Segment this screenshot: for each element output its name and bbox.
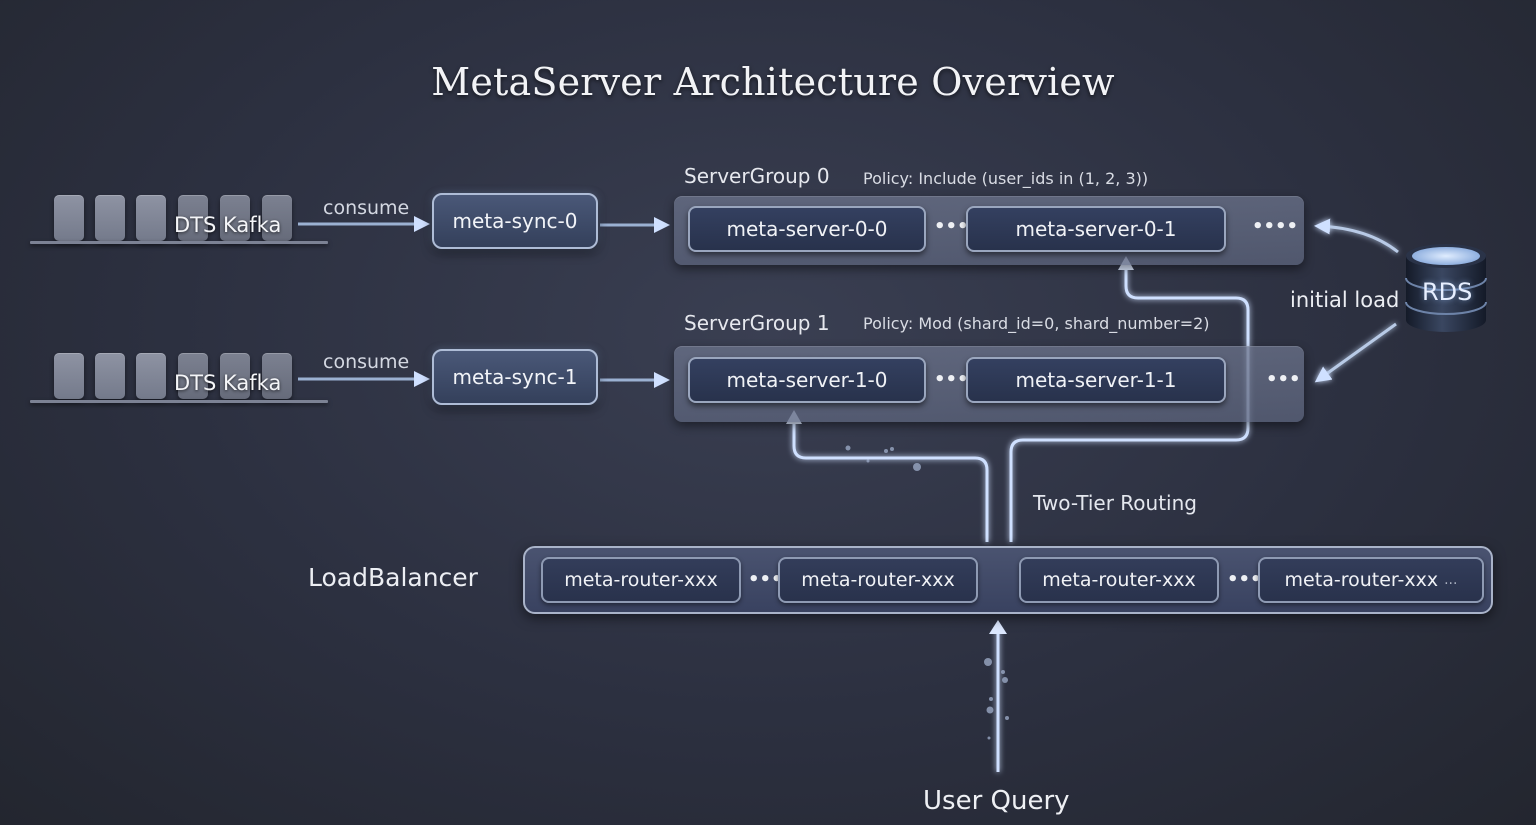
meta-server-node[interactable]: meta-server-0-0 [688,206,926,252]
server-group-1-policy: Policy: Mod (shard_id=0, shard_number=2) [863,314,1210,333]
two-tier-routing-label: Two-Tier Routing [1033,491,1197,515]
route-line-group1 [792,420,989,542]
meta-server-node[interactable]: meta-server-1-1 [966,357,1226,403]
server-group-0-label: ServerGroup 0 [684,164,830,188]
kafka-partition [136,353,166,399]
rds-arrow-0 [1314,218,1399,254]
load-balancer-panel: meta-router-xxx ••• meta-router-xxx meta… [523,546,1493,614]
server-group-1-panel: meta-server-1-0 ••• meta-server-1-1 ••• [674,346,1304,422]
kafka-partition [262,195,292,241]
consume-label-1: consume [323,351,410,373]
kafka-partition [178,195,208,241]
more-servers-ellipsis: •••• [1252,216,1299,237]
kafka-partition [95,353,125,399]
more-indicator: ... [1444,572,1458,588]
more-routers-ellipsis: ••• [1227,569,1262,590]
meta-server-node[interactable]: meta-server-0-1 [966,206,1226,252]
rds-arrow-1 [1314,322,1397,383]
user-query-arrowhead [989,620,1007,634]
kafka-partition [262,353,292,399]
kafka-shelf [30,400,328,403]
kafka-source-1: DTS Kafka [30,351,330,405]
server-group-0-policy: Policy: Include (user_ids in (1, 2, 3)) [863,169,1149,188]
rds-label: RDS [1422,278,1473,306]
more-routers-ellipsis: ••• [748,569,783,590]
kafka-partition [54,195,84,241]
consume-label-0: consume [323,197,410,219]
kafka-source-0: DTS Kafka [30,193,330,247]
server-group-1-label: ServerGroup 1 [684,311,830,335]
initial-load-label: initial load [1290,288,1400,312]
more-servers-ellipsis: ••• [934,369,969,390]
meta-router-node[interactable]: meta-router-xxx [778,557,978,603]
kafka-partition [220,353,250,399]
meta-router-label: meta-router-xxx [1284,569,1439,591]
more-servers-ellipsis: ••• [934,216,969,237]
server-group-0-panel: meta-server-0-0 ••• meta-server-0-1 •••• [674,196,1304,265]
meta-router-node[interactable]: meta-router-xxx [541,557,741,603]
rds-database-icon[interactable]: RDS [1404,240,1488,336]
kafka-partition [136,195,166,241]
kafka-label: DTS Kafka [174,213,282,237]
kafka-label: DTS Kafka [174,371,282,395]
kafka-partition [220,195,250,241]
kafka-partition [95,195,125,241]
meta-server-node[interactable]: meta-server-1-0 [688,357,926,403]
diagram-title: MetaServer Architecture Overview [431,60,1115,104]
meta-router-node[interactable]: meta-router-xxx [1019,557,1219,603]
load-balancer-label: LoadBalancer [308,563,478,592]
user-query-label: User Query [923,786,1070,816]
kafka-partition [178,353,208,399]
kafka-partition [54,353,84,399]
kafka-shelf [30,241,328,244]
more-servers-ellipsis: ••• [1266,369,1301,390]
meta-router-node[interactable]: meta-router-xxx ... [1258,557,1484,603]
meta-sync-node-0[interactable]: meta-sync-0 [432,193,598,249]
meta-sync-node-1[interactable]: meta-sync-1 [432,349,598,405]
